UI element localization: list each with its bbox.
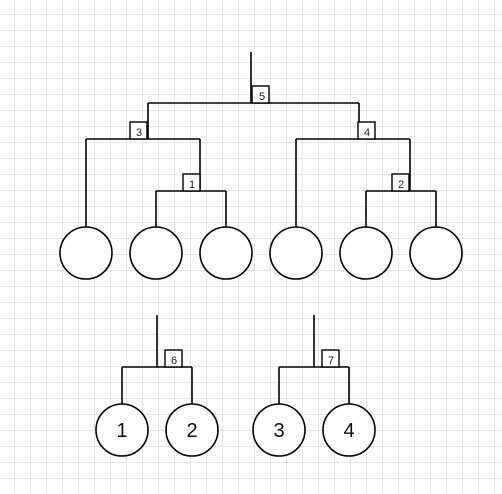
label-box-right: 4 bbox=[357, 121, 376, 140]
left-tree: 6 1 2 bbox=[95, 315, 219, 457]
label-box-root: 5 bbox=[251, 85, 270, 104]
label-box-left-text: 3 bbox=[136, 127, 142, 139]
label-box-root-text: 5 bbox=[259, 91, 265, 103]
label-box-left: 3 bbox=[129, 121, 148, 140]
leaf-node-4 bbox=[269, 226, 323, 280]
leaf-node-left-b-label: 2 bbox=[186, 420, 197, 442]
leaf-node-2 bbox=[129, 226, 183, 280]
leaf-node-left-a-label: 1 bbox=[116, 420, 127, 442]
leaf-node-left-a: 1 bbox=[95, 403, 149, 457]
right-tree: 7 3 4 bbox=[252, 315, 376, 457]
top-tree: 5 3 4 1 2 bbox=[59, 52, 463, 280]
label-box-left-sub-text: 1 bbox=[189, 179, 195, 191]
label-box-left-tree: 6 bbox=[164, 349, 183, 368]
leaf-node-3 bbox=[199, 226, 253, 280]
label-box-right-tree: 7 bbox=[321, 349, 340, 368]
leaf-node-1 bbox=[59, 226, 113, 280]
leaf-node-right-b: 4 bbox=[322, 403, 376, 457]
leaf-node-6 bbox=[409, 226, 463, 280]
leaf-node-left-b: 2 bbox=[165, 403, 219, 457]
leaf-node-right-b-label: 4 bbox=[343, 420, 354, 442]
label-box-left-tree-text: 6 bbox=[171, 355, 177, 367]
label-box-right-text: 4 bbox=[364, 127, 370, 139]
leaf-node-5 bbox=[339, 226, 393, 280]
label-box-left-sub: 1 bbox=[182, 173, 201, 192]
label-box-right-tree-text: 7 bbox=[328, 355, 334, 367]
leaf-node-right-a-label: 3 bbox=[273, 420, 284, 442]
label-box-right-sub: 2 bbox=[391, 173, 410, 192]
label-box-right-sub-text: 2 bbox=[398, 179, 404, 191]
leaf-node-right-a: 3 bbox=[252, 403, 306, 457]
